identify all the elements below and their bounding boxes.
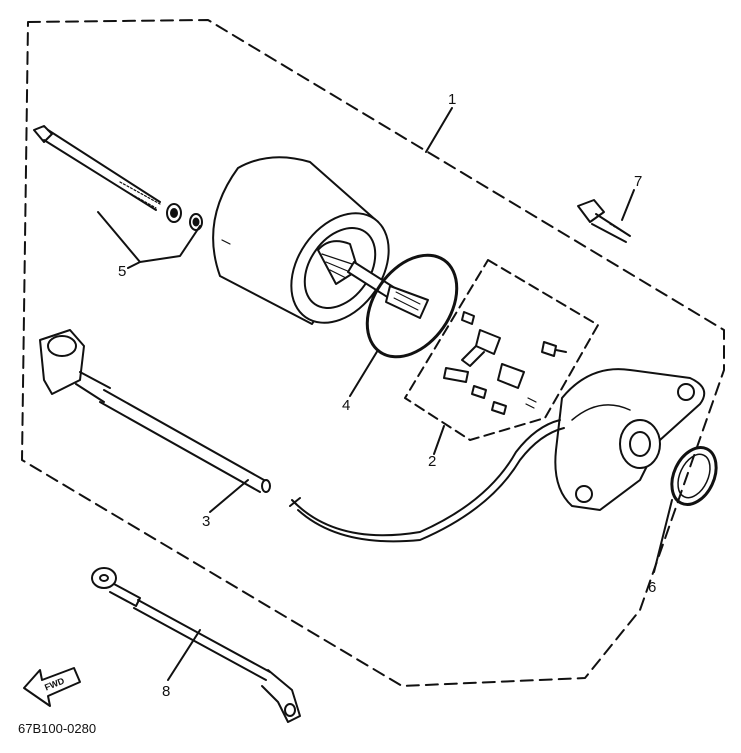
leader-4	[349, 349, 379, 397]
leader-7	[621, 189, 635, 221]
motor-yoke	[212, 156, 429, 325]
fwd-arrow-icon	[23, 667, 81, 707]
brush-set-boundary	[404, 259, 599, 441]
part-label-3: 3	[202, 513, 210, 530]
short-bolt	[577, 199, 631, 243]
o-ring-front	[365, 253, 459, 359]
rear-cover	[554, 368, 706, 511]
leader-8	[167, 629, 201, 681]
leader-6	[653, 499, 673, 573]
part-label-2: 2	[428, 453, 436, 470]
long-bolt	[33, 125, 203, 231]
part-label-8: 8	[162, 683, 170, 700]
battery-lead	[91, 567, 301, 723]
part-label-1: 1	[448, 91, 456, 108]
part-label-5: 5	[118, 263, 126, 280]
starter-lead	[39, 329, 565, 543]
part-5-bracket	[97, 211, 201, 269]
assembly-boundary	[21, 19, 725, 687]
leader-2	[433, 425, 445, 455]
part-label-6: 6	[648, 579, 656, 596]
drawing-code: 67B100-0280	[18, 721, 96, 736]
gasket	[670, 446, 718, 506]
leader-3	[209, 479, 249, 513]
brush-set	[443, 311, 567, 415]
part-label-7: 7	[634, 173, 642, 190]
part-label-4: 4	[342, 397, 350, 414]
leader-1	[425, 107, 453, 153]
